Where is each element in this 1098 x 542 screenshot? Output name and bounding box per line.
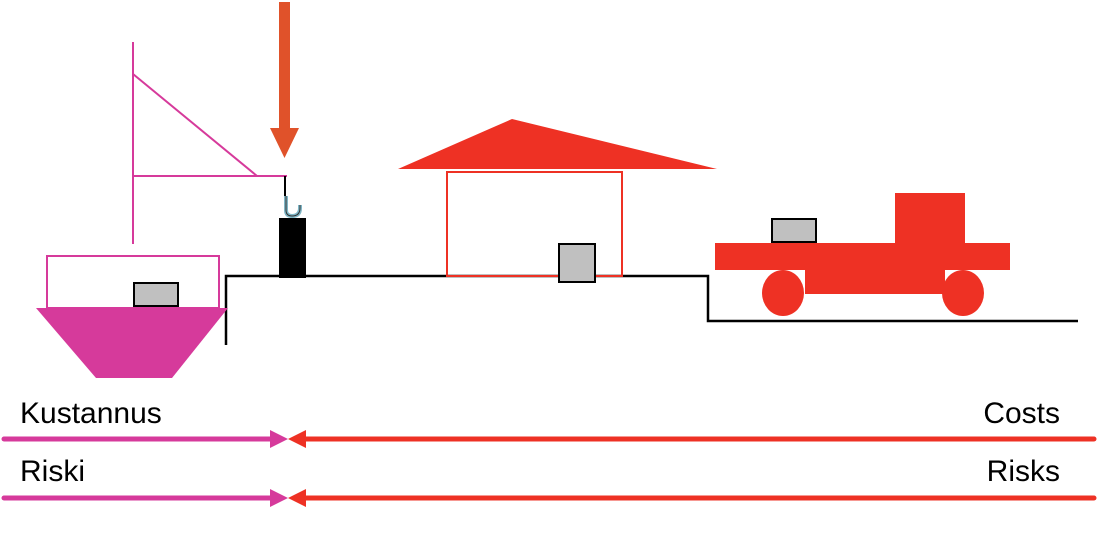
ship — [36, 255, 228, 378]
cost-arrow-right-head — [288, 430, 306, 448]
truck-bed — [715, 243, 1010, 270]
label-costs: Costs — [983, 397, 1060, 430]
warehouse-walls — [446, 171, 623, 277]
risk-arrow-right-head — [288, 489, 306, 507]
warehouse-cargo-box — [558, 243, 596, 283]
cost-arrow-left-head — [270, 430, 288, 448]
ship-hull — [36, 308, 228, 378]
ground-line — [224, 274, 1078, 345]
truck-chassis — [805, 268, 945, 294]
down-arrow-shaft — [279, 2, 290, 130]
crane — [132, 42, 306, 278]
truck-front-wheel — [942, 270, 984, 316]
label-riski: Riski — [20, 455, 85, 488]
ship-cargo-box — [133, 282, 179, 307]
label-kustannus: Kustannus — [20, 397, 162, 430]
truck-cargo-box — [771, 218, 817, 243]
crane-hook-icon — [284, 196, 302, 219]
warehouse-roof — [398, 119, 717, 169]
risk-arrow-left-head — [270, 489, 288, 507]
truck-cab — [895, 193, 965, 248]
crane-hook-outline — [285, 196, 301, 217]
bollard — [279, 218, 306, 278]
cost-arrows — [1, 430, 1097, 448]
risk-arrows — [1, 489, 1097, 507]
label-risks: Risks — [986, 455, 1060, 488]
crane-brace — [132, 73, 258, 177]
truck — [715, 193, 1010, 316]
warehouse — [398, 119, 717, 283]
down-arrow — [270, 2, 299, 158]
down-arrow-head — [270, 128, 299, 158]
truck-rear-wheel — [762, 270, 804, 316]
